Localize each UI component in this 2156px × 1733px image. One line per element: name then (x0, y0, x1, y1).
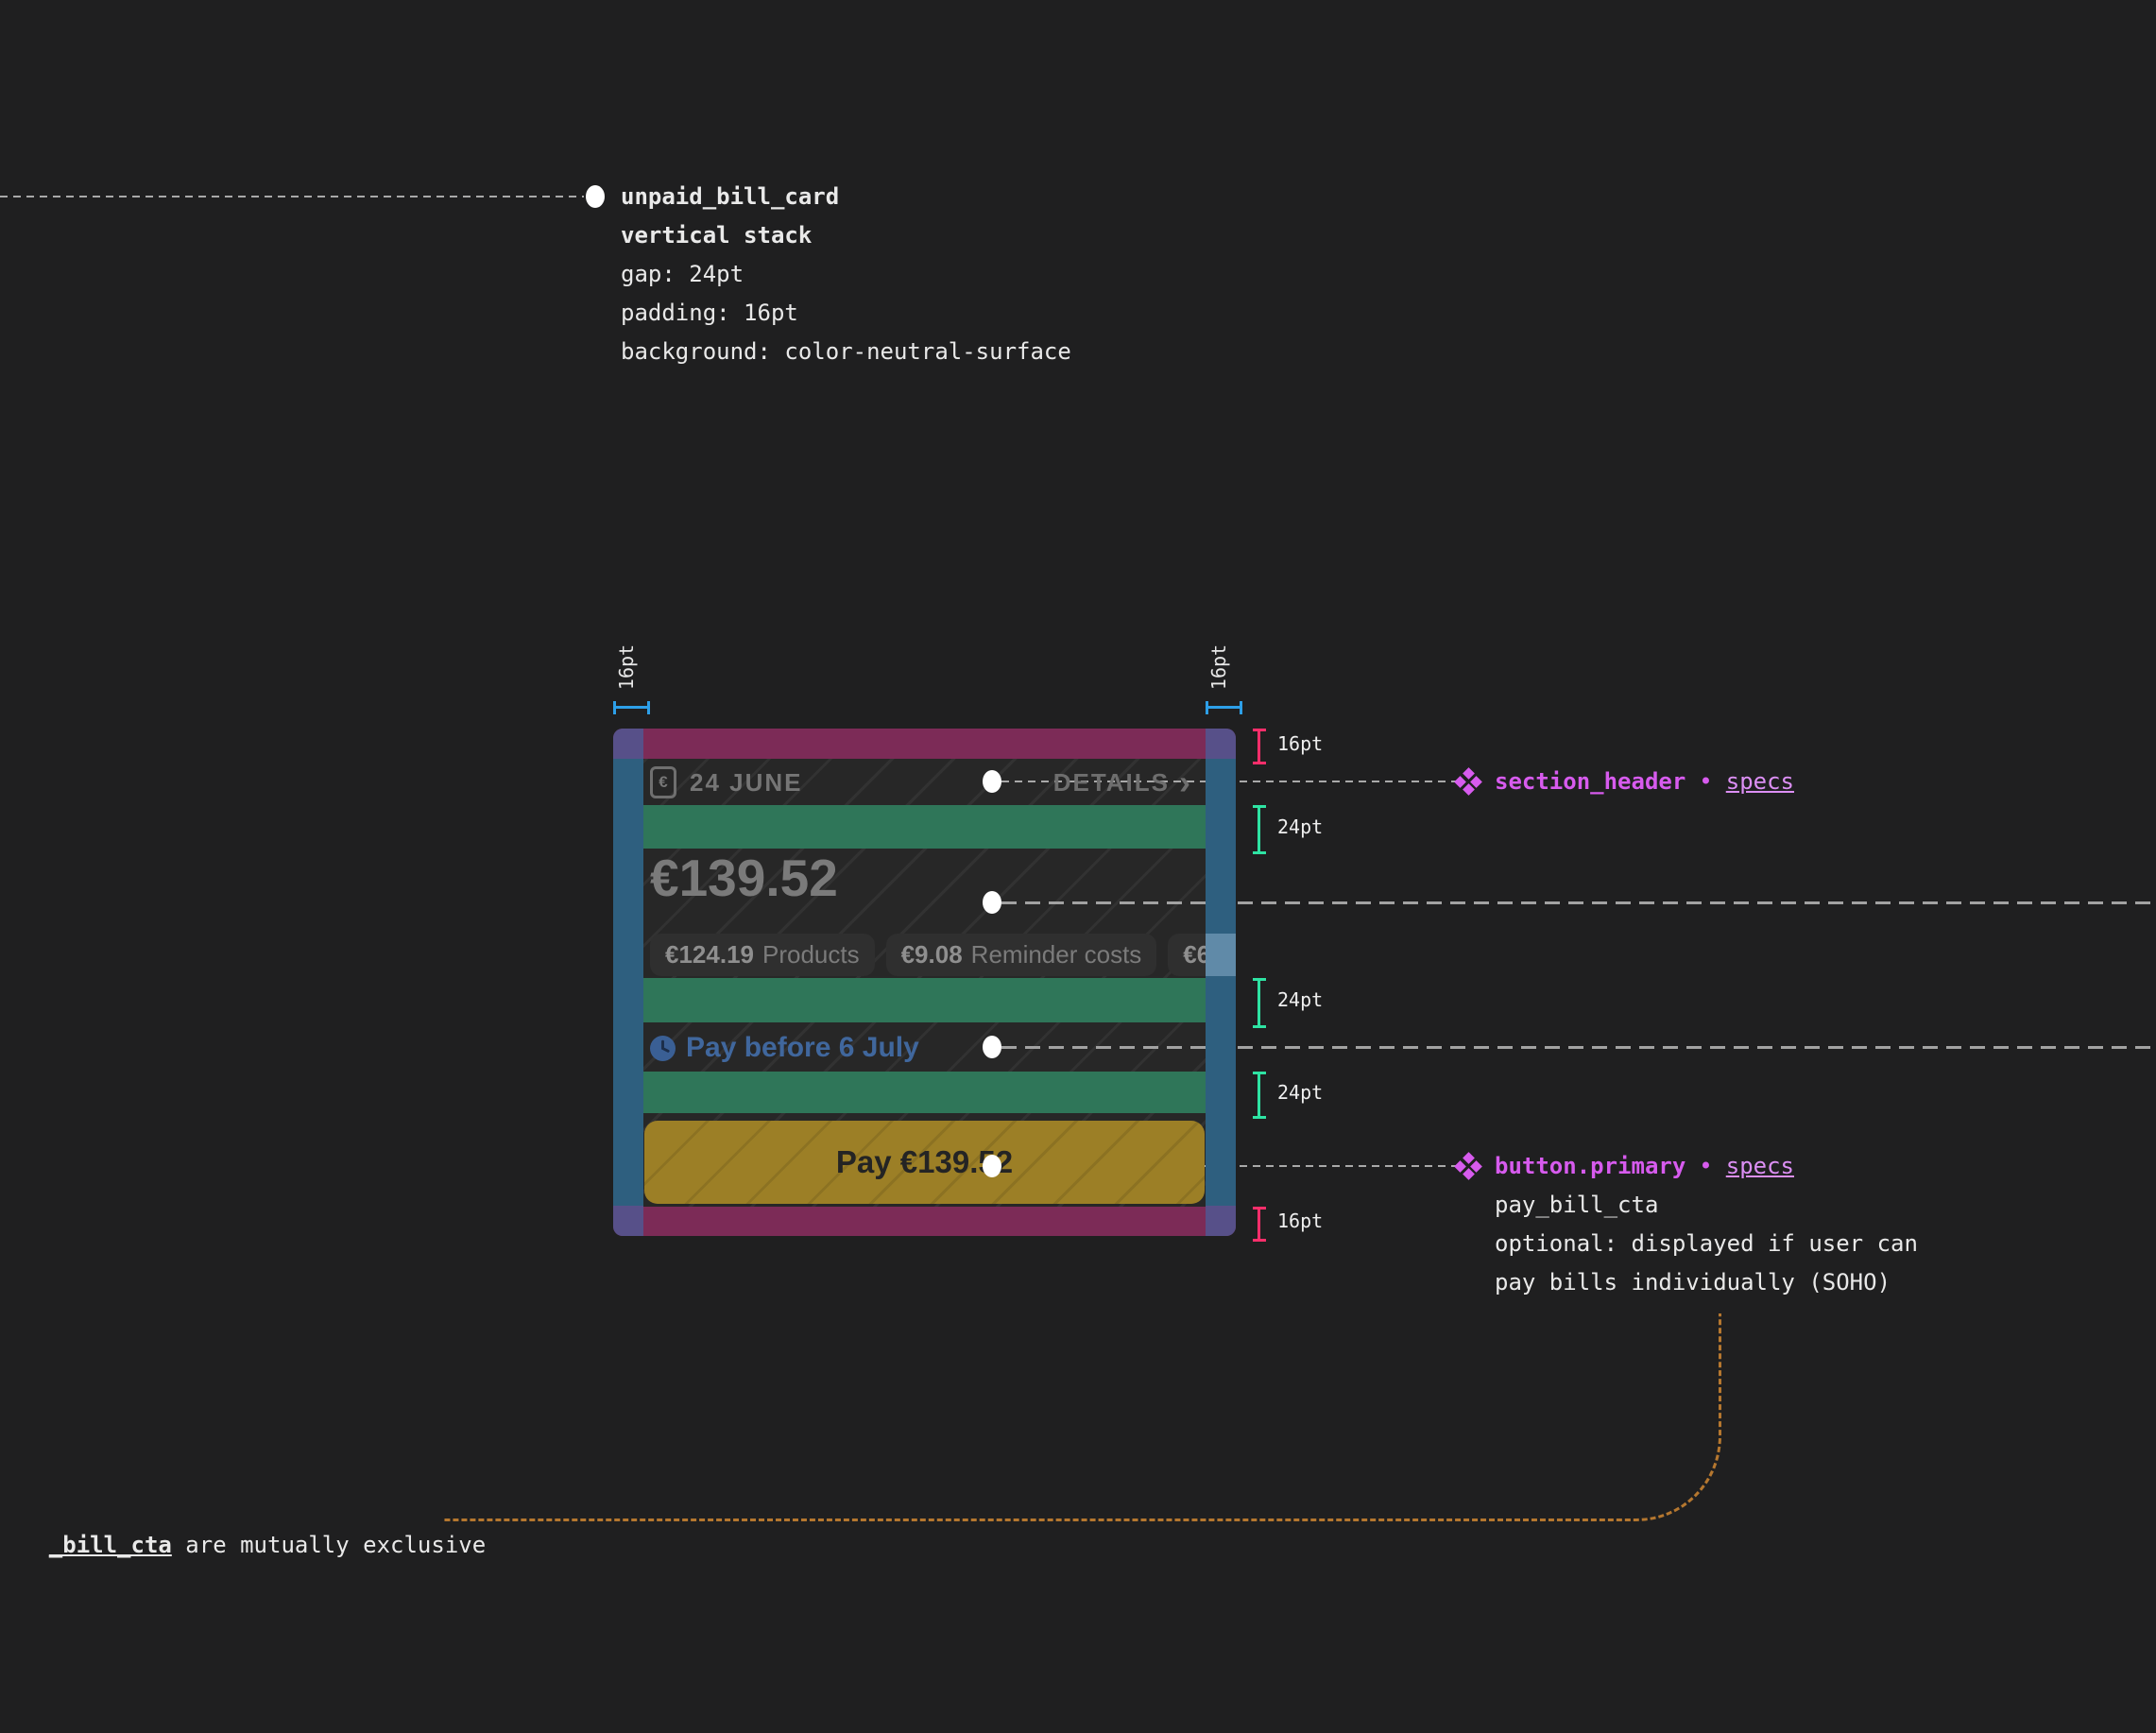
bill-date-label: 24 JUNE (690, 767, 803, 797)
chip-label: Reminder costs (970, 940, 1142, 969)
chevron-right-icon: › (1179, 763, 1192, 801)
card-annotation-padding: padding: 16pt (621, 300, 798, 326)
due-date-row: Pay before 6 July (650, 1032, 919, 1063)
callout-separator: • (1699, 1153, 1713, 1179)
button-primary-name: button.primary (1495, 1153, 1686, 1179)
card-annotation-background: background: color-neutral-surface (621, 338, 1071, 365)
measure-bracket-gap-3 (1253, 1072, 1266, 1119)
leader-dot-amount (983, 891, 1001, 914)
section-header-name: section_header (1495, 768, 1686, 795)
pay-bill-button[interactable]: Pay €139.52 (644, 1121, 1205, 1204)
button-primary-note-1: optional: displayed if user can (1495, 1230, 1918, 1257)
card-annotation-title: unpaid_bill_card (621, 183, 840, 210)
footnote-rest: are mutually exclusive (171, 1532, 487, 1558)
leader-dot-card (586, 185, 605, 208)
mutually-exclusive-connector (444, 1313, 1721, 1521)
diamond-cluster-icon (1454, 767, 1482, 796)
due-date-label: Pay before 6 July (686, 1032, 919, 1063)
gap-overlay-3 (643, 1072, 1206, 1113)
chip-reminder-costs: €9.08 Reminder costs (885, 934, 1157, 976)
padding-overlay-left (613, 759, 643, 1207)
footnote-bill-cta: _bill_cta (48, 1532, 172, 1558)
gap-overlay-2 (643, 978, 1206, 1022)
chip-label: Products (761, 940, 860, 969)
corner-overlay-top-left (613, 729, 643, 759)
button-primary-note-2: pay bills individually (SOHO) (1495, 1269, 1891, 1295)
corner-overlay-bottom-right (1206, 1206, 1236, 1236)
card-header-row: € 24 JUNE DETAILS › (650, 763, 1192, 801)
padding-ibeam-right (1206, 701, 1242, 714)
card-annotation-subtitle: vertical stack (621, 222, 813, 249)
leader-line-amount (1001, 901, 2156, 904)
euro-glyph: € (659, 773, 668, 791)
chip-value: €9.08 (900, 940, 963, 969)
padding-measure-label-left: 16pt (615, 643, 638, 691)
bill-amount: €139.52 (650, 849, 838, 907)
chip-overlap-tint (1206, 934, 1236, 976)
button-primary-specs-link[interactable]: specs (1725, 1153, 1794, 1179)
card-annotation-gap: gap: 24pt (621, 261, 744, 287)
unpaid-bill-card: € 24 JUNE DETAILS › €139.52 €124.19 Prod… (613, 729, 1236, 1236)
padding-overlay-bottom (613, 1207, 1236, 1236)
padding-measure-label-right: 16pt (1207, 643, 1230, 691)
leader-dot-button-primary (983, 1155, 1001, 1177)
euro-bill-icon: € (650, 766, 676, 798)
clock-icon (650, 1035, 676, 1061)
button-primary-callout: button.primary • specs (1454, 1152, 1794, 1180)
measure-label-gap-1: 24pt (1277, 815, 1324, 838)
padding-overlay-top (613, 729, 1236, 759)
section-header-specs-link[interactable]: specs (1725, 768, 1794, 795)
chip-value: €124.19 (665, 940, 754, 969)
chip-products: €124.19 Products (650, 934, 875, 976)
measure-bracket-gap-2 (1253, 978, 1266, 1028)
measure-bracket-padding-bottom (1253, 1207, 1266, 1242)
padding-ibeam-left (613, 701, 650, 714)
measure-label-gap-2: 24pt (1277, 988, 1324, 1011)
diamond-cluster-icon (1454, 1152, 1482, 1180)
measure-label-padding-top: 16pt (1277, 732, 1324, 755)
leader-dot-section-header (983, 770, 1001, 793)
leader-line-due-date (1001, 1046, 2156, 1049)
button-primary-id: pay_bill_cta (1495, 1192, 1659, 1218)
gap-overlay-1 (643, 805, 1206, 849)
measure-label-padding-bottom: 16pt (1277, 1210, 1324, 1232)
padding-overlay-right (1206, 759, 1236, 1207)
section-header-callout: section_header • specs (1454, 767, 1794, 796)
bill-breakdown-chips: €124.19 Products €9.08 Reminder costs €6… (650, 934, 1236, 976)
bill-date: € 24 JUNE (650, 766, 803, 798)
measure-label-gap-3: 24pt (1277, 1081, 1324, 1104)
corner-overlay-top-right (1206, 729, 1236, 759)
callout-separator: • (1699, 768, 1713, 795)
details-link[interactable]: DETAILS › (1052, 763, 1192, 801)
leader-line-card (0, 196, 584, 197)
measure-bracket-padding-top (1253, 729, 1266, 764)
leader-dot-due-date (983, 1036, 1001, 1058)
measure-bracket-gap-1 (1253, 805, 1266, 854)
corner-overlay-bottom-left (613, 1206, 643, 1236)
details-label: DETAILS (1052, 767, 1170, 797)
mutually-exclusive-note: _bill_cta are mutually exclusive (0, 1505, 486, 1585)
